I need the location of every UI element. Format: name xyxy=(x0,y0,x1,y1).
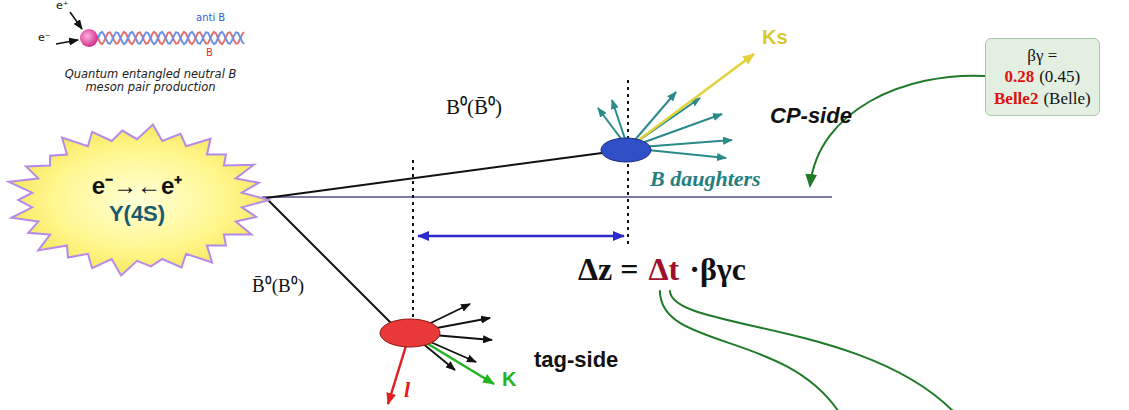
daughters-label: B daughters xyxy=(650,168,761,190)
b-flight-line xyxy=(266,153,602,198)
delta-z-formula: Δz = Δt ·βγc xyxy=(578,252,746,287)
b-flight-line xyxy=(266,198,392,324)
meson-label: B̄⁰(B⁰) xyxy=(252,276,304,297)
ks-track xyxy=(628,54,754,148)
box-line: 0.28(0.45) xyxy=(994,66,1091,87)
box-text: (Belle) xyxy=(1043,88,1090,109)
box-line: Belle2(Belle) xyxy=(994,88,1091,109)
burst-outline xyxy=(3,122,271,278)
particle-label: K xyxy=(502,368,516,390)
beam-text: e⁻→←e⁺ xyxy=(92,172,183,201)
box-text: (0.45) xyxy=(1039,66,1080,87)
beam-arrow xyxy=(70,12,82,29)
beam-axis xyxy=(262,196,832,198)
callout-line xyxy=(670,290,954,410)
resonance-text: Υ(4S) xyxy=(109,201,165,227)
side-label: CP-side xyxy=(770,104,852,128)
collision-blob xyxy=(80,29,98,47)
boost-info-box: βγ =0.28(0.45)Belle2(Belle) xyxy=(985,38,1100,116)
cp-vertex xyxy=(601,138,651,162)
delta-z-arrow xyxy=(418,235,624,238)
beam-arrow xyxy=(56,40,78,44)
particle-label: e⁻ xyxy=(38,32,51,44)
box-text: βγ = xyxy=(1027,45,1057,66)
inset-caption: Quantum entangled neutral B meson pair p… xyxy=(58,68,243,93)
delta-t-term: Δt xyxy=(649,252,680,287)
box-text: 0.28 xyxy=(1004,66,1034,87)
helix-label: B xyxy=(206,47,213,58)
callout-arrow xyxy=(810,76,985,186)
vertex-marker xyxy=(627,80,629,248)
collision-burst: e⁻→←e⁺Υ(4S) xyxy=(3,122,271,278)
box-line: βγ = xyxy=(994,45,1091,66)
box-text: Belle2 xyxy=(994,88,1038,109)
formula-term: Δz = xyxy=(578,252,639,287)
formula-term: ·βγc xyxy=(689,252,746,287)
particle-label: e⁺ xyxy=(56,0,69,12)
helix-strand xyxy=(98,32,244,44)
particle-label: l xyxy=(404,378,410,402)
helix-strand xyxy=(98,32,244,44)
vertex-marker xyxy=(412,160,414,318)
helix-label: anti B xyxy=(196,12,225,23)
meson-label: B⁰(B̄⁰) xyxy=(446,96,502,119)
particle-label: Ks xyxy=(762,26,788,48)
side-label: tag-side xyxy=(534,348,618,372)
tag-vertex xyxy=(380,319,440,347)
